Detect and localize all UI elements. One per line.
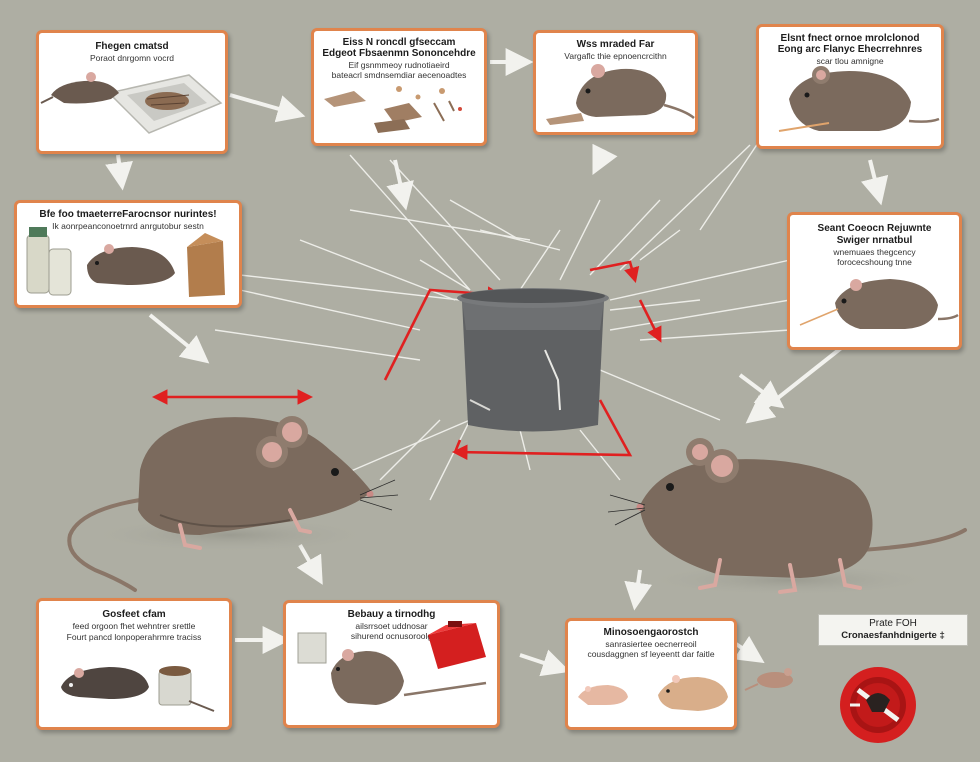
card-5: Bfe foo tmaeterreFarocnsor nurintes! Ik … (14, 200, 242, 308)
rat-icon (536, 33, 695, 132)
food-bait-icon (17, 203, 239, 305)
card-2: Eiss N roncdl gfseccam Edgeot Fbsaenmn S… (311, 28, 487, 146)
rat-icon (790, 215, 959, 347)
badge-label-line-1: Prate FOH (819, 618, 967, 630)
rat-icon (69, 416, 398, 590)
trash-bin-icon (457, 288, 609, 432)
card-7: Gosfeet cfam feed orgoon fhet wehntrer s… (36, 598, 232, 730)
rat-icon (759, 27, 941, 146)
food-bait-icon (314, 31, 484, 143)
card-3: Wss mraded Far Vargaflc thie epnoencrcit… (533, 30, 698, 135)
rat-icon (608, 438, 965, 596)
card-9: Minosoengaorostch sanrasiertee oecnerreo… (565, 618, 737, 730)
card-6: Seant Coeocn Rejuwnte Swiger nrnatbul wn… (787, 212, 962, 350)
no-entry-badge-icon (840, 667, 916, 743)
trap-icon (39, 33, 225, 151)
rat-icon (745, 668, 793, 690)
card-1: Fhegen cmatsd Poraot dnrgomn vocrd (36, 30, 228, 154)
rat-icon (568, 621, 734, 727)
card-4: Elsnt fnect ornoe mrolclonod Eong arc Fl… (756, 24, 944, 149)
trap-icon (39, 601, 229, 727)
badge-label: Prate FOH Cronaesfanhdnigerte ‡ (818, 614, 968, 646)
card-8: Bebauy a tirnodhg ailsrrsoet uddnosar si… (283, 600, 500, 728)
badge-label-line-2: Cronaesfanhdnigerte ‡ (819, 630, 967, 642)
trap-icon (286, 603, 497, 725)
